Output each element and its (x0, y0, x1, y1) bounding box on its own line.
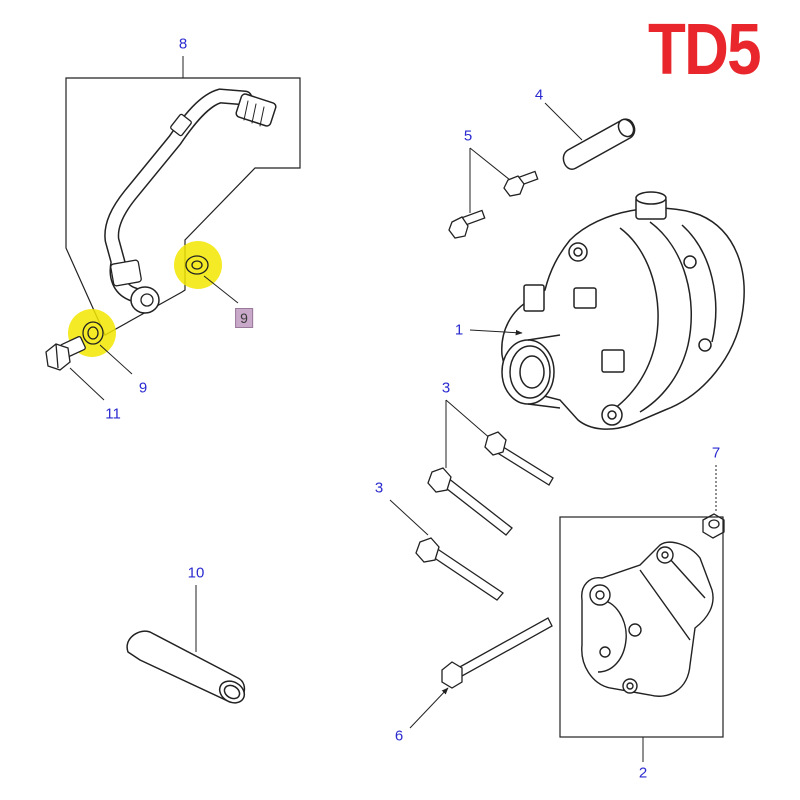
callout-3-lower[interactable]: 3 (374, 479, 384, 497)
leader-3b (445, 399, 493, 441)
leader-11 (69, 367, 105, 401)
nut-part-7 (702, 513, 725, 539)
group-2-outline (559, 516, 724, 738)
leader-9-upper (203, 275, 239, 304)
callout-6[interactable]: 6 (394, 727, 404, 745)
highlight-washer-9-upper (174, 241, 222, 289)
callout-3-upper[interactable]: 3 (441, 379, 451, 397)
leader-1 (469, 329, 523, 336)
leader-5b (469, 147, 511, 181)
callout-7[interactable]: 7 (711, 444, 721, 462)
callout-2[interactable]: 2 (638, 764, 648, 782)
callout-4[interactable]: 4 (534, 86, 544, 104)
leader-3c (389, 499, 429, 536)
bolt-part-6 (441, 617, 553, 689)
callout-1[interactable]: 1 (454, 321, 464, 339)
oil-pipe-part-8 (104, 88, 277, 314)
engine-title: TD5 (648, 10, 762, 90)
banjo-bolt-part-11 (45, 336, 86, 371)
leader-4 (544, 102, 583, 141)
callout-9-selected[interactable]: 9 (235, 308, 253, 328)
washer-part-9-lower (82, 321, 104, 345)
callout-10[interactable]: 10 (187, 564, 205, 582)
callout-9[interactable]: 9 (138, 379, 148, 397)
callout-11[interactable]: 11 (105, 405, 121, 423)
bolt-part-3-b (427, 467, 513, 536)
callout-8[interactable]: 8 (178, 35, 188, 53)
leader-9-lower (99, 344, 133, 375)
leader-6 (409, 687, 449, 729)
bolt-part-3-a (484, 431, 554, 486)
dowel-part-10 (126, 630, 246, 704)
pump-assembly-part-1 (501, 191, 745, 430)
washer-part-9-upper (185, 255, 209, 275)
screw-part-5-a (503, 170, 539, 197)
bracket-part-2 (581, 541, 714, 697)
bolt-part-3-c (415, 537, 504, 601)
screw-part-5-b (448, 209, 486, 239)
callout-5[interactable]: 5 (463, 127, 473, 145)
dowel-part-4 (562, 118, 636, 170)
